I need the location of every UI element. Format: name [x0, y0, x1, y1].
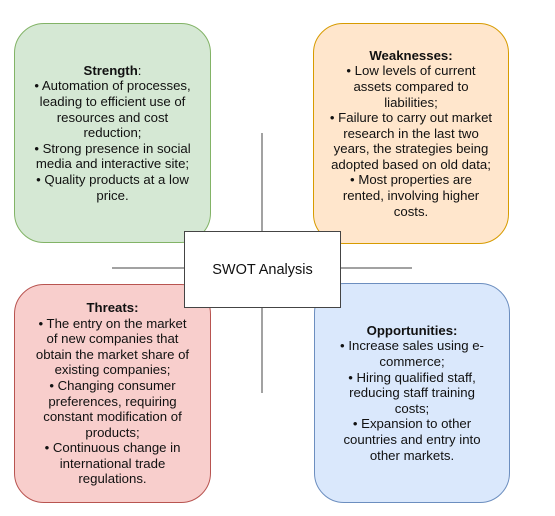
strength-line: leading to efficient use of [39, 94, 186, 110]
opportunities-line: costs; [394, 400, 430, 416]
threats-line: obtain the market share of [35, 346, 190, 362]
opportunities-line: reducing staff training [349, 385, 475, 401]
strength-line: price. [96, 187, 129, 203]
threats-line: preferences, requiring [48, 393, 177, 409]
strength-heading-row: Strength: [84, 63, 142, 79]
threats-box: Threats: • The entry on the market of ne… [14, 284, 211, 503]
weaknesses-line: costs. [393, 203, 429, 219]
threats-line: of new companies that [46, 331, 179, 347]
weaknesses-line: • Low levels of current [346, 63, 476, 79]
strength-line: • Strong presence in social [34, 140, 191, 156]
opportunities-line: • Increase sales using e- [340, 338, 484, 354]
strength-heading-suffix: : [137, 62, 142, 78]
weaknesses-box: Weaknesses: • Low levels of current asse… [313, 23, 509, 244]
strength-heading: Strength [83, 62, 138, 78]
opportunities-line: • Expansion to other [352, 416, 472, 432]
weaknesses-line: adopted based on old data; [331, 156, 491, 172]
threats-line: international trade [59, 455, 166, 471]
opportunities-line: commerce; [379, 354, 445, 370]
threats-line: products; [85, 424, 140, 440]
weaknesses-line: rented, involving higher [342, 188, 480, 204]
weaknesses-line: • Most properties are [350, 172, 472, 188]
threats-line: • The entry on the market [38, 315, 187, 331]
weaknesses-line: research in the last two [343, 125, 479, 141]
weaknesses-line: years, the strategies being [333, 141, 489, 157]
strength-line: reduction; [83, 125, 142, 141]
opportunities-line: other markets. [369, 447, 455, 463]
weaknesses-line: • Failure to carry out market [329, 110, 493, 126]
threats-line: existing companies; [54, 362, 171, 378]
opportunities-line: countries and entry into [343, 431, 481, 447]
strength-line: resources and cost [56, 109, 169, 125]
weaknesses-line: liabilities; [384, 94, 438, 110]
threats-line: • Changing consumer [49, 377, 176, 393]
threats-heading: Threats: [86, 299, 139, 315]
weaknesses-line: assets compared to [353, 78, 469, 94]
swot-analysis-center-box: SWOT Analysis [184, 231, 341, 308]
strength-line: • Automation of processes, [34, 78, 191, 94]
strength-line: media and interactive site; [35, 156, 190, 172]
weaknesses-heading: Weaknesses: [369, 47, 453, 63]
threats-line: • Continuous change in [44, 440, 181, 456]
threats-line: constant modification of [43, 409, 182, 425]
opportunities-line: • Hiring qualified staff, [348, 369, 476, 385]
swot-analysis-title: SWOT Analysis [212, 261, 313, 278]
strength-box: Strength: • Automation of processes, lea… [14, 23, 211, 243]
strength-line: • Quality products at a low [36, 171, 189, 187]
opportunities-box: Opportunities: • Increase sales using e-… [314, 283, 510, 503]
opportunities-heading: Opportunities: [366, 322, 458, 338]
threats-line: regulations. [78, 471, 147, 487]
